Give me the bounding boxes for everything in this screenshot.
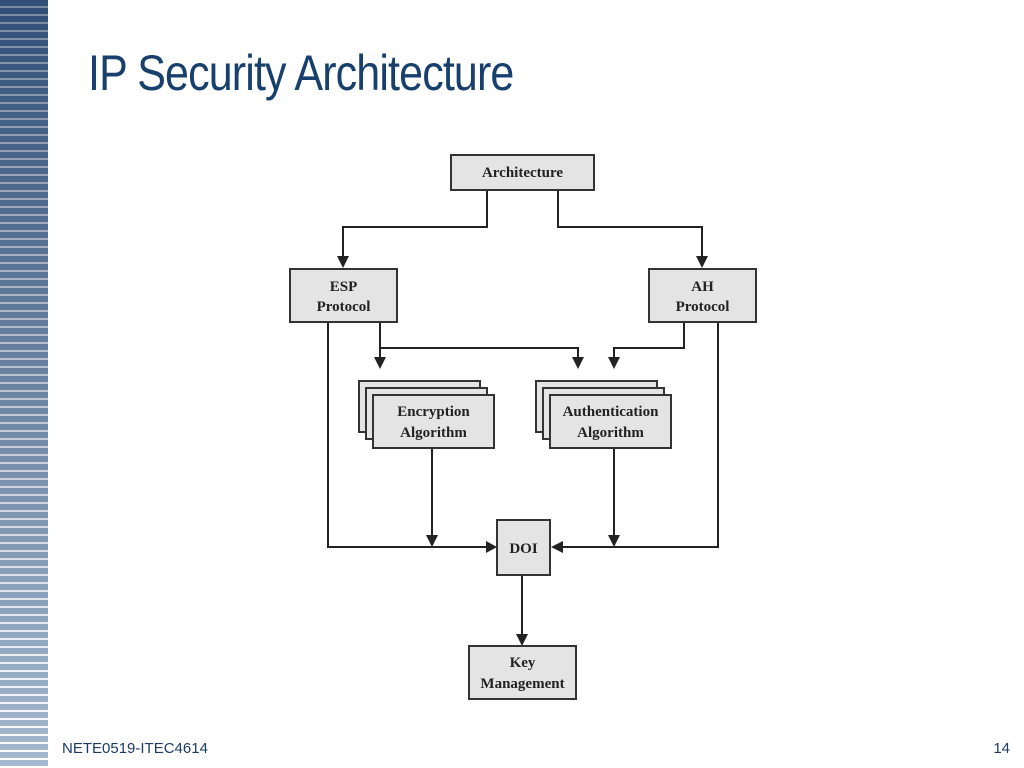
node-ah-protocol: AH Protocol [648, 268, 757, 323]
node-encryption-label-line-1: Encryption [397, 404, 470, 420]
node-ah-label-line-1: AH [691, 279, 714, 295]
node-encryption-algorithm: Encryption Algorithm [358, 380, 495, 449]
node-key-management: Key Management [468, 645, 577, 700]
node-key-management-label-line-2: Management [480, 676, 564, 692]
edge-architecture-esp-arrow [337, 256, 349, 268]
edge-esp-authentication-arrow [572, 357, 584, 369]
slide-title: IP Security Architecture [88, 45, 514, 101]
edge-esp-authentication [380, 347, 579, 358]
node-architecture: Architecture [450, 154, 595, 191]
decorative-stripe-bar [0, 0, 48, 768]
edge-architecture-esp [342, 190, 488, 258]
node-authentication-label-line-2: Algorithm [577, 425, 644, 441]
node-ah-label-line-2: Protocol [676, 299, 730, 315]
node-doi: DOI [496, 519, 551, 576]
node-key-management-label-line-1: Key [510, 655, 536, 671]
node-esp-protocol: ESP Protocol [289, 268, 398, 323]
node-esp-label-line-2: Protocol [317, 299, 371, 315]
edge-ah-authentication [613, 322, 685, 358]
node-encryption-label-line-2: Algorithm [400, 425, 467, 441]
node-doi-label: DOI [509, 541, 538, 557]
edge-ah-authentication-arrow [608, 357, 620, 369]
edge-ah-doi-arrow [551, 541, 563, 553]
edge-architecture-ah [557, 190, 703, 258]
page-number: 14 [993, 740, 1010, 757]
edge-encryption-doi-arrow [426, 535, 438, 547]
connectors [327, 190, 719, 646]
edge-doi-key-management-arrow [516, 634, 528, 646]
node-esp-label-line-1: ESP [330, 279, 358, 295]
edge-authentication-doi-arrow [608, 535, 620, 547]
edge-esp-encryption-arrow [374, 357, 386, 369]
edge-esp-doi-arrow [486, 541, 497, 553]
footer-course-code: NETE0519-ITEC4614 [62, 740, 208, 757]
edge-architecture-ah-arrow [696, 256, 708, 268]
node-authentication-algorithm: Authentication Algorithm [535, 380, 672, 449]
node-architecture-label: Architecture [482, 165, 563, 181]
node-authentication-label-line-1: Authentication [563, 404, 659, 420]
edge-esp-doi [327, 322, 487, 548]
